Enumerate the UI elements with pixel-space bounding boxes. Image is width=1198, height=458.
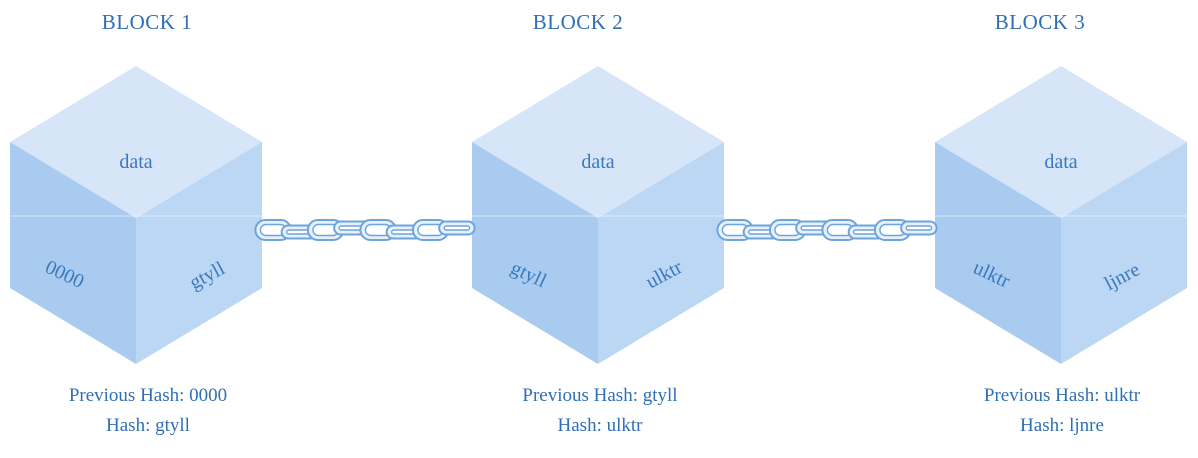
block-3: BLOCK 3 ulktr data ljnre Previous Hash: …: [935, 10, 1187, 436]
cube-icon: [472, 66, 724, 364]
block-3-top-label: data: [1044, 151, 1077, 173]
block-2-previous-hash: Previous Hash: gtyll: [522, 385, 677, 406]
cube-icon: [935, 66, 1187, 364]
block-1-previous-hash: Previous Hash: 0000: [69, 385, 227, 406]
block-3-cube-right: [1061, 142, 1187, 364]
block-2-hash: Hash: ulktr: [558, 415, 644, 436]
block-2-top-label: data: [581, 151, 614, 173]
block-2: BLOCK 2 data gtyll ulktr Previous Hash: …: [472, 10, 724, 436]
block-1-hash: Hash: gtyll: [106, 415, 190, 436]
block-1-top-label: data: [119, 151, 152, 173]
block-1-cube-right: [136, 142, 262, 364]
block-3-title: BLOCK 3: [995, 10, 1085, 34]
block-3-previous-hash: Previous Hash: ulktr: [984, 385, 1141, 406]
block-2-title: BLOCK 2: [533, 10, 623, 34]
block-3-cube-left: [935, 142, 1061, 364]
block-2-cube-left: [472, 142, 598, 364]
chain-link: [438, 220, 476, 236]
cube-icon: [10, 66, 262, 364]
block-1-title: BLOCK 1: [102, 10, 192, 34]
block-1: BLOCK 1 data 0000 gtyll Previous Hash: 0…: [10, 10, 262, 436]
chain-icon: [254, 219, 476, 241]
chain-icon: [716, 219, 938, 241]
chain-link: [900, 220, 938, 236]
block-3-hash: Hash: ljnre: [1020, 415, 1104, 436]
block-1-cube-left: [10, 142, 136, 364]
block-2-cube-right: [598, 142, 724, 364]
